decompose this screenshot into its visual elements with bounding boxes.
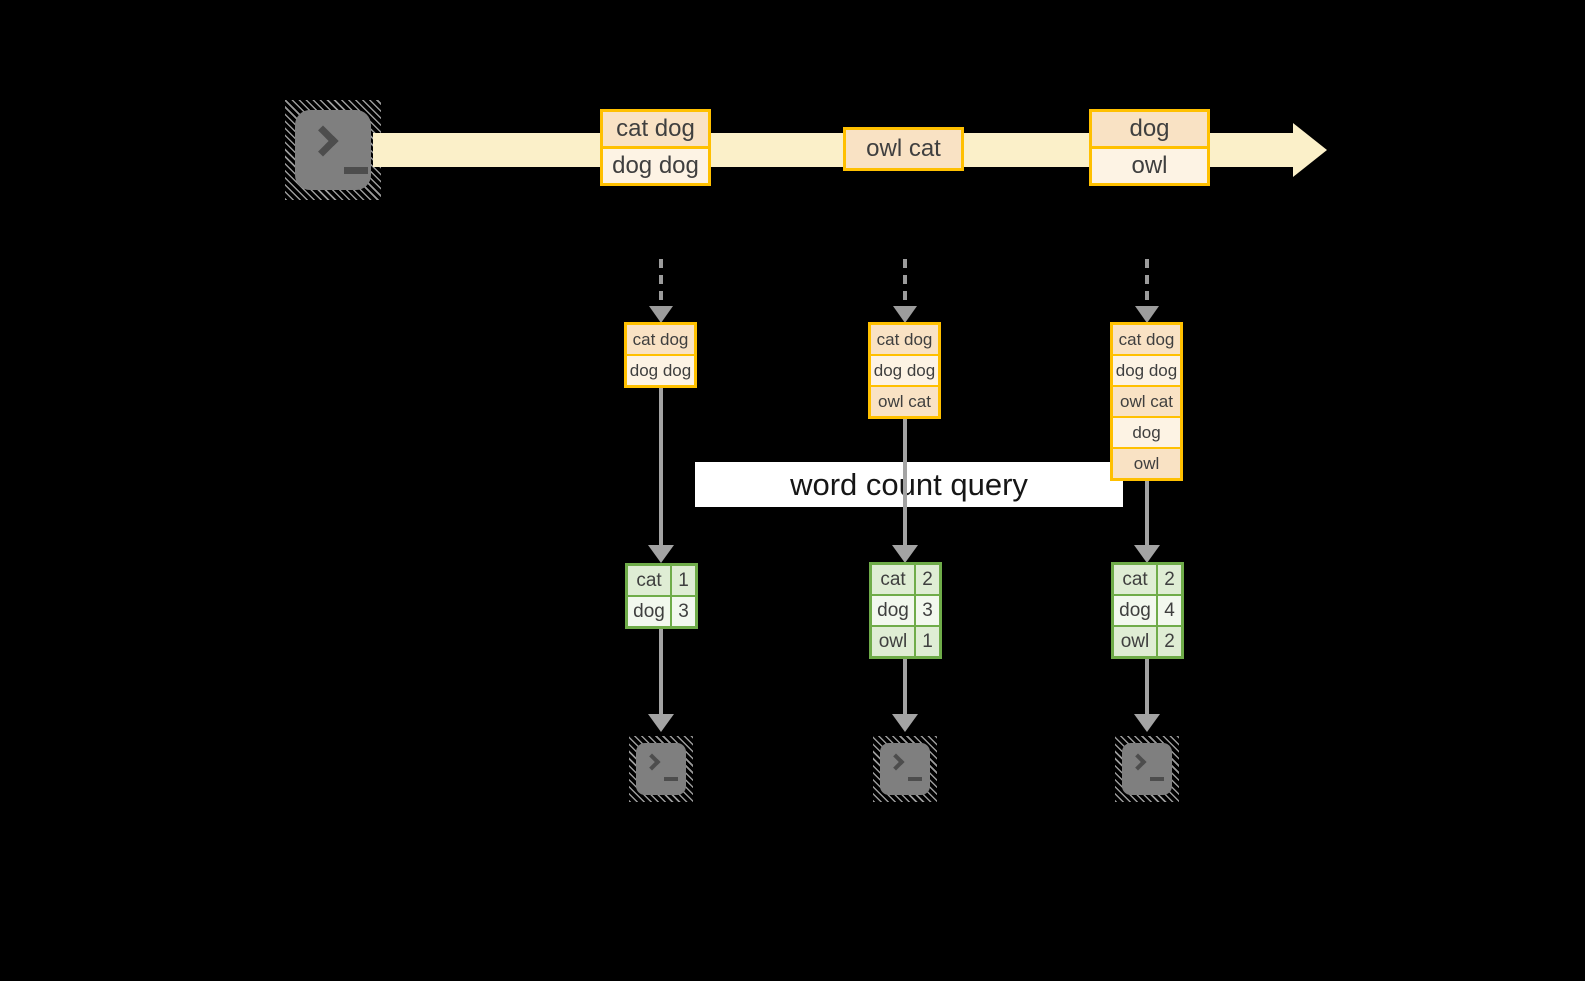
state-record: cat dog (871, 325, 938, 354)
output-arrow-head (1134, 714, 1160, 732)
prompt-chevron-icon (643, 753, 661, 771)
count-cell: 1 (916, 627, 939, 656)
sink-terminal-icon (629, 736, 693, 802)
count-cell: 2 (1158, 565, 1181, 594)
count-cell: 3 (916, 596, 939, 625)
state-record: cat dog (627, 325, 694, 354)
wordcount-table-1: cat 1 dog 3 (625, 563, 698, 629)
state-record: owl (1113, 447, 1180, 478)
word-cell: cat (1114, 565, 1156, 594)
state-record: dog dog (1113, 354, 1180, 385)
dashed-arrow-shaft (903, 259, 907, 306)
query-label-band: word count query (695, 462, 1123, 507)
query-arrow-shaft (903, 419, 907, 545)
prompt-underscore-icon (1150, 777, 1164, 781)
source-terminal-icon (285, 100, 381, 200)
query-label: word count query (790, 466, 1028, 502)
query-arrow-shaft (659, 388, 663, 545)
count-cell: 2 (916, 565, 939, 594)
dashed-arrow-shaft (659, 259, 663, 306)
wordcount-table-2: cat 2 dog 3 owl 1 (869, 562, 942, 659)
sink-terminal-icon (1115, 736, 1179, 802)
output-arrow-shaft (903, 659, 907, 714)
output-arrow-shaft (659, 629, 663, 714)
word-cell: cat (872, 565, 914, 594)
word-cell: owl (1114, 627, 1156, 656)
state-record: cat dog (1113, 325, 1180, 354)
state-record: dog dog (627, 354, 694, 385)
dashed-arrow-head (893, 306, 917, 323)
word-cell: owl (872, 627, 914, 656)
stream-record: owl (1092, 146, 1207, 183)
input-state-box-2: cat dog dog dog owl cat (868, 322, 941, 419)
dashed-arrow-head (649, 306, 673, 323)
output-arrow-head (892, 714, 918, 732)
stream-record: dog (1092, 112, 1207, 146)
prompt-chevron-icon (1129, 753, 1147, 771)
prompt-underscore-icon (664, 777, 678, 781)
query-arrow-head (1134, 545, 1160, 563)
prompt-chevron-icon (307, 125, 339, 157)
terminal-icon-body (880, 743, 930, 795)
state-record: owl cat (871, 385, 938, 416)
prompt-chevron-icon (887, 753, 905, 771)
terminal-icon-body (295, 110, 371, 190)
word-cell: dog (628, 597, 670, 626)
count-cell: 3 (672, 597, 695, 626)
output-arrow-head (648, 714, 674, 732)
stream-batch-2: owl cat (843, 127, 964, 171)
stream-record: dog dog (603, 146, 708, 183)
word-cell: dog (872, 596, 914, 625)
word-cell: dog (1114, 596, 1156, 625)
stream-batch-3: dog owl (1089, 109, 1210, 186)
stream-record: cat dog (603, 112, 708, 146)
count-cell: 4 (1158, 596, 1181, 625)
stream-timeline-arrowhead (1293, 123, 1327, 177)
query-arrow-head (648, 545, 674, 563)
dashed-arrow-shaft (1145, 259, 1149, 306)
stream-record: owl cat (846, 130, 961, 168)
state-record: dog dog (871, 354, 938, 385)
query-arrow-head (892, 545, 918, 563)
output-arrow-shaft (1145, 659, 1149, 714)
dashed-arrow-head (1135, 306, 1159, 323)
sink-terminal-icon (873, 736, 937, 802)
word-cell: cat (628, 566, 670, 595)
state-record: dog (1113, 416, 1180, 447)
state-record: owl cat (1113, 385, 1180, 416)
wordcount-table-3: cat 2 dog 4 owl 2 (1111, 562, 1184, 659)
input-state-box-1: cat dog dog dog (624, 322, 697, 388)
terminal-icon-body (636, 743, 686, 795)
count-cell: 1 (672, 566, 695, 595)
query-arrow-shaft (1145, 481, 1149, 545)
input-state-box-3: cat dog dog dog owl cat dog owl (1110, 322, 1183, 481)
prompt-underscore-icon (344, 167, 368, 174)
stream-batch-1: cat dog dog dog (600, 109, 711, 186)
count-cell: 2 (1158, 627, 1181, 656)
terminal-icon-body (1122, 743, 1172, 795)
prompt-underscore-icon (908, 777, 922, 781)
